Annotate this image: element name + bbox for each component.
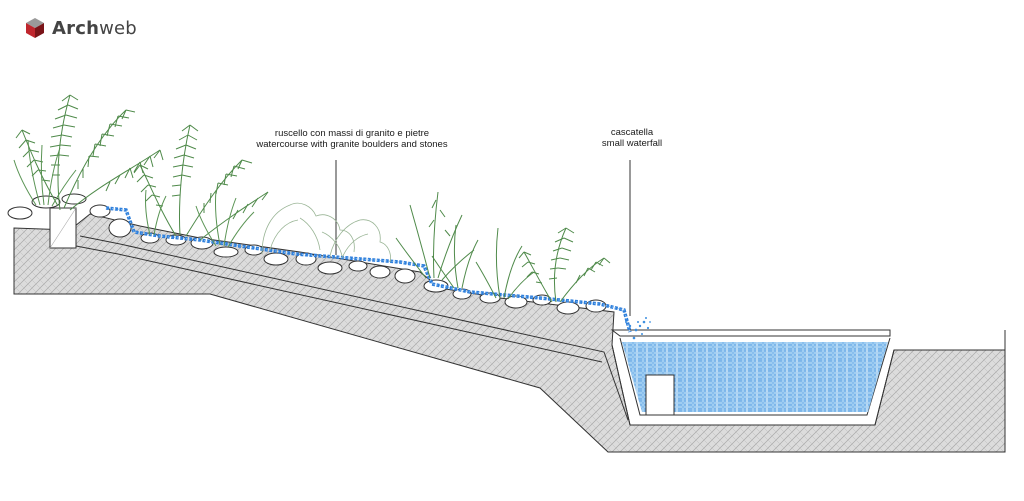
vegetation xyxy=(13,94,611,303)
shrub-plant xyxy=(261,202,391,263)
label-watercourse-it: ruscello con massi di granito e pietre xyxy=(274,128,430,139)
archweb-logo[interactable]: Archweb xyxy=(24,17,137,39)
fern-plant xyxy=(518,227,611,303)
fern-plant xyxy=(133,124,269,241)
label-waterfall-en: small waterfall xyxy=(601,138,663,149)
pump-chamber xyxy=(645,374,675,416)
brand-name: Archweb xyxy=(52,17,137,39)
label-waterfall-it: cascatella xyxy=(610,127,654,138)
grass-plant xyxy=(145,189,255,248)
grass-plant xyxy=(13,139,77,207)
fern-plant xyxy=(15,94,164,211)
label-watercourse: ruscello con massi di granito e pietre w… xyxy=(252,128,452,150)
ground-section xyxy=(13,213,1006,453)
cube-icon xyxy=(26,18,44,38)
label-waterfall: cascatella small waterfall xyxy=(590,127,674,149)
grass-plant xyxy=(395,191,535,300)
label-watercourse-en: watercourse with granite boulders and st… xyxy=(256,139,448,150)
waterfall-splash xyxy=(625,317,651,340)
pond-water xyxy=(622,342,888,412)
